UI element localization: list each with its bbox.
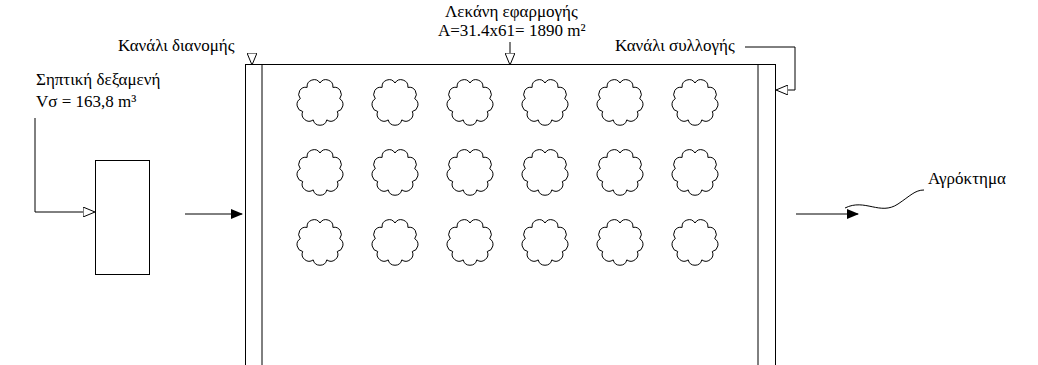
node-title: Σηπτική δεξαμενή — [36, 71, 160, 90]
leader-line — [745, 47, 795, 90]
tree-symbol — [447, 80, 493, 126]
tree-symbol — [372, 80, 418, 126]
farm-node: Αγρόκτημα — [860, 168, 1032, 228]
application-basin: Λεκάνη εφαρμογήςA=31.4x61= 1890 m² — [245, 64, 776, 365]
node-value: Vσ = 163,8 m³ — [36, 93, 136, 112]
tree-symbol — [297, 220, 343, 266]
flow-arrow — [185, 214, 242, 215]
tree-symbol — [597, 220, 643, 266]
node-title: Λεκάνη εφαρμογής — [445, 3, 578, 22]
tree-symbol — [372, 150, 418, 196]
tree-symbol — [297, 150, 343, 196]
tree-symbol — [597, 150, 643, 196]
channel-line — [758, 65, 759, 365]
leader-line — [252, 56, 253, 64]
tree-symbol — [597, 80, 643, 126]
tree-symbol — [522, 150, 568, 196]
tree-group — [297, 80, 718, 266]
tree-symbol — [672, 150, 718, 196]
channel-label: Κανάλι διανομής — [118, 37, 234, 56]
tree-symbol — [447, 150, 493, 196]
tree-symbol — [672, 80, 718, 126]
tree-symbol — [447, 220, 493, 266]
node-title: Αγρόκτημα — [928, 170, 1006, 189]
channel-line — [262, 65, 263, 365]
leader-line — [35, 118, 94, 212]
wave-line — [845, 190, 924, 208]
tree-symbol — [297, 80, 343, 126]
septic-tank: Σηπτική δεξαμενήVσ = 163,8 m³ — [95, 160, 150, 275]
tree-symbol — [522, 80, 568, 126]
tree-symbol — [522, 220, 568, 266]
tree-symbol — [372, 220, 418, 266]
tree-symbol — [672, 220, 718, 266]
channel-label: Κανάλι συλλογής — [615, 37, 735, 56]
flow-arrow — [796, 214, 858, 215]
leader-line — [510, 42, 511, 64]
node-value: A=31.4x61= 1890 m² — [438, 22, 586, 41]
